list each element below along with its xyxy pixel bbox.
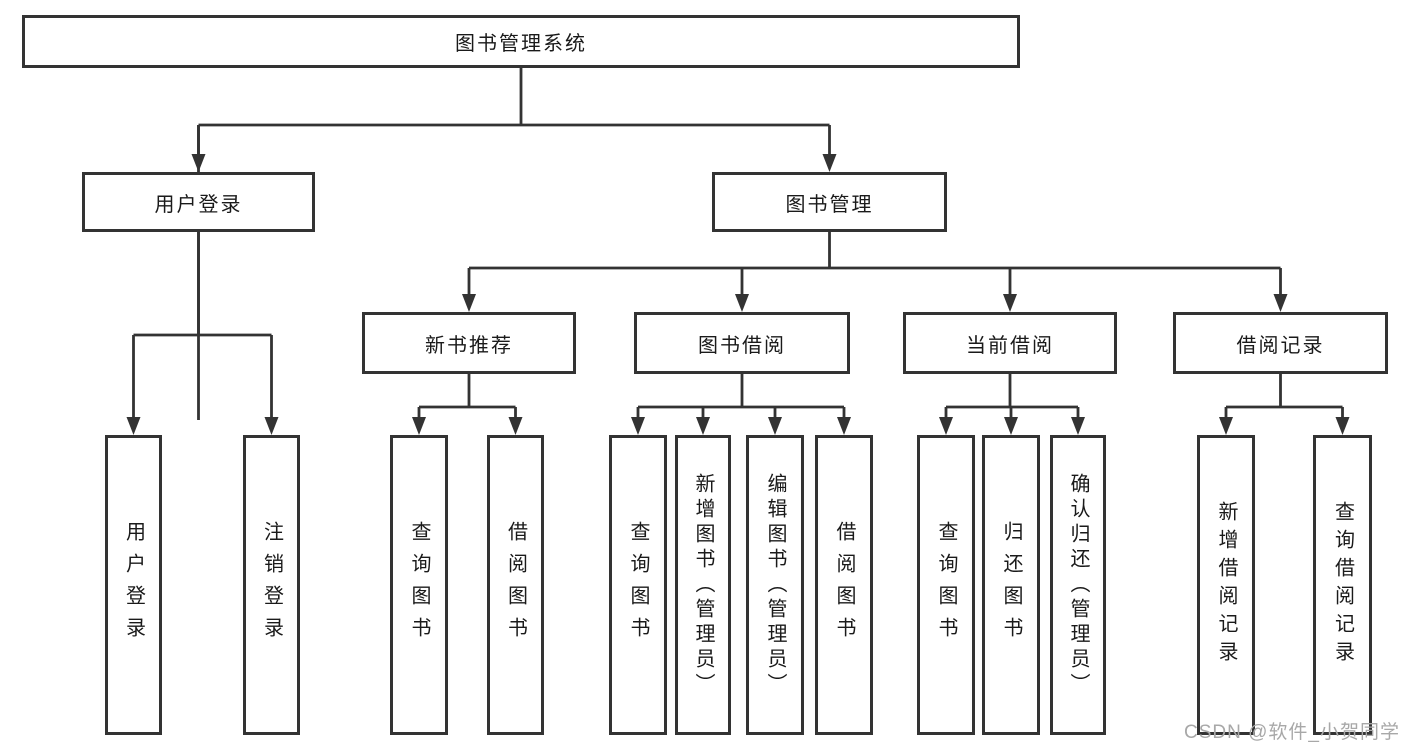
arrow-down-icon (508, 417, 523, 435)
node-book-management: 图书管理 (712, 172, 947, 232)
edge-book-mgmt-split (467, 232, 1282, 305)
leaf-add-borrow-record: 新增借阅记录 (1197, 435, 1255, 735)
leaf-borrow-books-recommend: 借阅图书 (487, 435, 544, 735)
arrow-down-icon (768, 417, 782, 435)
leaf-label: 借阅图书 (833, 521, 855, 649)
edge-borrow-records-split (1224, 374, 1344, 428)
leaf-return-book: 归还图书 (982, 435, 1040, 735)
leaf-label: 查询图书 (627, 521, 649, 649)
leaf-confirm-return-admin: 确认归还（管理员） (1050, 435, 1106, 735)
arrow-down-icon (126, 417, 141, 435)
arrow-down-icon (837, 417, 851, 435)
arrow-down-icon (412, 417, 426, 435)
arrowheads (126, 154, 1350, 435)
arrow-down-icon (696, 417, 710, 435)
arrow-down-icon (1219, 417, 1233, 435)
arrow-down-icon (264, 417, 279, 435)
leaf-query-books-recommend: 查询图书 (390, 435, 448, 735)
arrow-down-icon (1004, 417, 1018, 435)
watermark: CSDN @软件_小贺同学 (1184, 722, 1400, 743)
arrow-down-icon (631, 417, 645, 435)
leaf-edit-book-admin: 编辑图书（管理员） (746, 435, 804, 735)
edge-root-split (197, 68, 831, 420)
leaf-label: 确认归还（管理员） (1067, 472, 1089, 698)
leaf-user-login: 用户登录 (105, 435, 162, 735)
arrow-down-icon (939, 417, 953, 435)
edge-book-borrow-split (636, 374, 846, 428)
tree-edges (132, 68, 1344, 428)
leaf-add-book-admin: 新增图书（管理员） (675, 435, 731, 735)
arrow-down-icon (1071, 417, 1085, 435)
leaf-query-borrow-record: 查询借阅记录 (1313, 435, 1372, 735)
arrow-down-icon (822, 154, 837, 172)
leaf-label: 查询图书 (408, 521, 430, 649)
leaf-logout: 注销登录 (243, 435, 300, 735)
leaf-label: 归还图书 (1000, 521, 1022, 649)
arrow-down-icon (1003, 294, 1017, 312)
edge-user-login-split (132, 232, 273, 428)
node-user-login: 用户登录 (82, 172, 315, 232)
leaf-label: 新增图书（管理员） (692, 472, 714, 698)
edge-new-book-split (417, 374, 517, 428)
node-borrow-records: 借阅记录 (1173, 312, 1388, 374)
leaf-label: 注销登录 (260, 521, 283, 649)
leaf-label: 借阅图书 (504, 521, 527, 649)
node-current-borrow: 当前借阅 (903, 312, 1117, 374)
leaf-label: 查询图书 (935, 521, 957, 649)
leaf-label: 新增借阅记录 (1215, 501, 1237, 669)
leaf-label: 编辑图书（管理员） (764, 472, 786, 698)
arrow-down-icon (191, 154, 206, 172)
leaf-query-books-current: 查询图书 (917, 435, 975, 735)
leaf-query-books-borrow: 查询图书 (609, 435, 667, 735)
arrow-down-icon (735, 294, 749, 312)
leaf-label: 用户登录 (122, 521, 145, 649)
arrow-down-icon (1335, 417, 1350, 435)
node-new-book-recommend: 新书推荐 (362, 312, 576, 374)
leaf-label: 查询借阅记录 (1331, 501, 1354, 669)
leaf-borrow-books: 借阅图书 (815, 435, 873, 735)
arrow-down-icon (1273, 294, 1288, 312)
node-book-borrow: 图书借阅 (634, 312, 850, 374)
arrow-down-icon (462, 294, 476, 312)
node-root: 图书管理系统 (22, 15, 1020, 68)
